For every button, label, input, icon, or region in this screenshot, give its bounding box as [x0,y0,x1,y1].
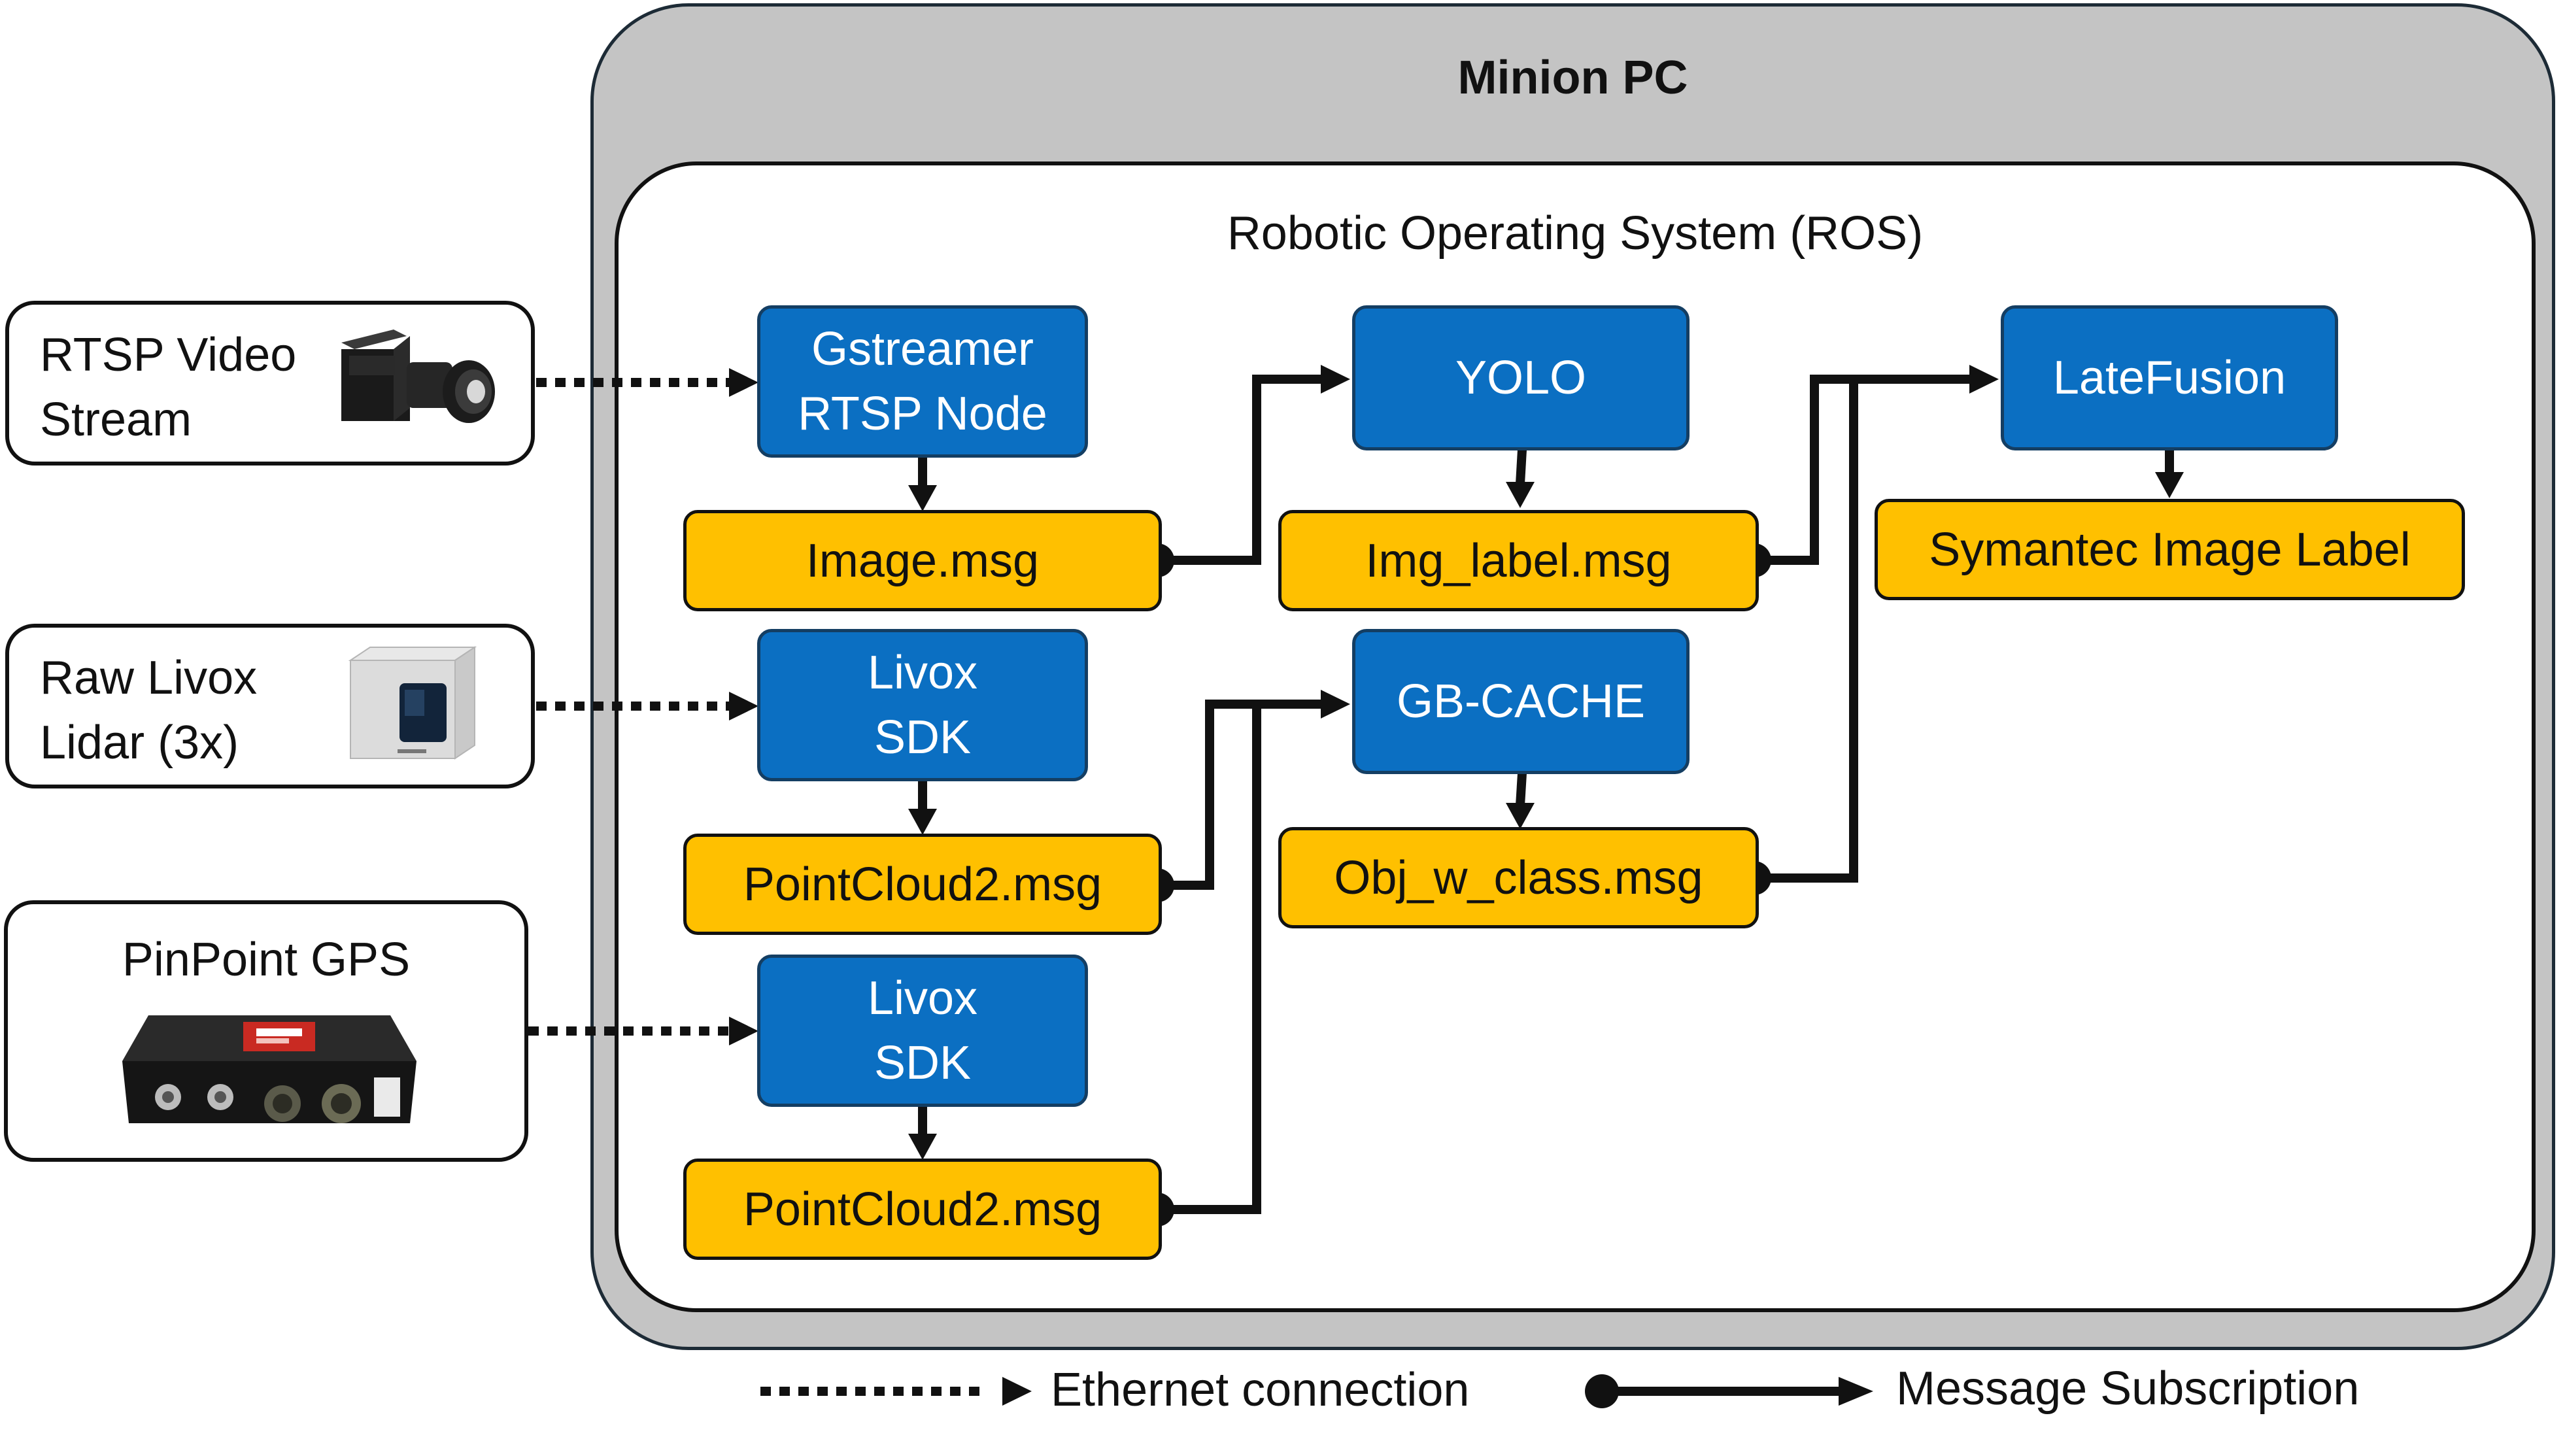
image-msg: Image.msg [683,510,1162,611]
camera-icon [341,330,495,423]
lidar-icon [348,646,477,760]
legend-subscription-dot [1585,1374,1619,1408]
gps-receiver-icon [122,1015,416,1123]
raw-livox-lidar-box: Raw Livox Lidar (3x) [5,624,535,788]
legend-ethernet-arrowhead [1002,1377,1032,1406]
latefusion-label: LateFusion [2052,351,2286,404]
symantec-image-label: Symantec Image Label [1875,499,2465,600]
livox-sdk-node-1: Livox SDK [757,629,1088,781]
gstreamer-line1: Gstreamer [811,322,1034,375]
ros-title: Robotic Operating System (ROS) [1227,207,1924,260]
img-label-msg-label: Img_label.msg [1365,534,1672,587]
image-msg-label: Image.msg [806,534,1040,587]
obj-w-class-msg-label: Obj_w_class.msg [1334,851,1703,904]
livox-sdk-node-2: Livox SDK [757,955,1088,1107]
img-label-msg: Img_label.msg [1278,510,1759,611]
gps-label: PinPoint GPS [122,934,411,986]
yolo-node: YOLO [1352,305,1690,450]
livox-sdk-1-line2: SDK [874,711,972,764]
legend-ethernet-label: Ethernet connection [1051,1364,1470,1416]
pointcloud2-msg-2-label: PointCloud2.msg [743,1183,1102,1236]
rtsp-video-stream-box: RTSP Video Stream [5,301,535,466]
legend-subscription-arrowhead [1839,1377,1873,1406]
livox-sdk-1-line1: Livox [867,646,978,699]
gstreamer-rtsp-node: Gstreamer RTSP Node [757,305,1088,458]
livox-sdk-2-line1: Livox [867,972,978,1024]
livox-sdk-2-line2: SDK [874,1036,972,1089]
obj-w-class-msg: Obj_w_class.msg [1278,827,1759,928]
pointcloud2-msg-2: PointCloud2.msg [683,1159,1162,1260]
pointcloud2-msg-1: PointCloud2.msg [683,834,1162,935]
rtsp-label-line2: Stream [40,394,192,446]
gb-cache-node: GB-CACHE [1352,629,1690,774]
pointcloud2-msg-1-label: PointCloud2.msg [743,858,1102,911]
rtsp-label-line1: RTSP Video [40,329,297,381]
legend-subscription-label: Message Subscription [1896,1363,2360,1415]
symantec-image-label-text: Symantec Image Label [1929,523,2411,576]
livox-label-line2: Lidar (3x) [40,717,239,769]
minion-pc-title: Minion PC [1457,52,1688,104]
pinpoint-gps-box: PinPoint GPS [4,900,528,1162]
gb-cache-label: GB-CACHE [1396,675,1646,728]
latefusion-node: LateFusion [2001,305,2338,450]
livox-label-line1: Raw Livox [40,652,258,704]
gstreamer-line2: RTSP Node [798,387,1047,440]
yolo-label: YOLO [1455,351,1587,404]
